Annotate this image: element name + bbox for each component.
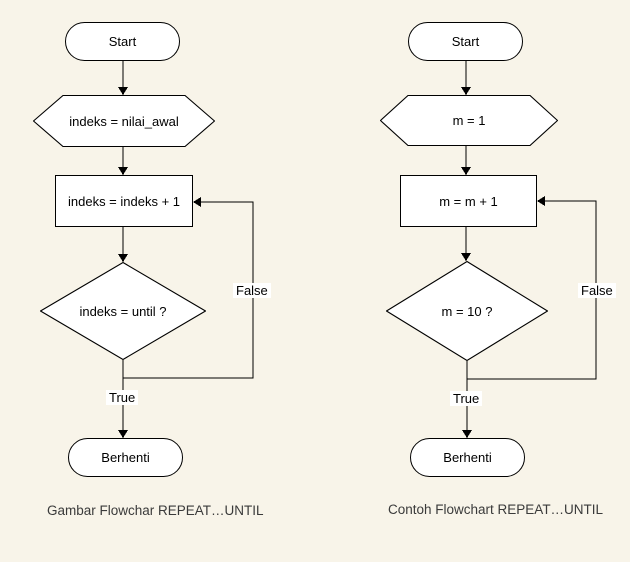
- left-decision-label: indeks = until ?: [79, 303, 167, 319]
- right-false-edge-label: False: [578, 283, 616, 298]
- arrowhead-down-icon: [461, 87, 471, 95]
- left-false-edge-label: False: [233, 283, 271, 298]
- arrowhead-left-icon: [193, 197, 201, 207]
- right-decision-diamond: m = 10 ?: [386, 261, 548, 361]
- hexagon-shape-icon: [33, 95, 215, 147]
- right-prepare-label: m = 1: [452, 113, 486, 128]
- right-end-terminator: Berhenti: [410, 438, 525, 477]
- left-start-label: Start: [108, 34, 137, 49]
- right-end-label: Berhenti: [443, 450, 492, 465]
- arrowhead-down-icon: [118, 167, 128, 175]
- diamond-shape-icon: [386, 261, 548, 361]
- right-true-edge-label: True: [450, 391, 483, 406]
- arrowhead-down-icon: [118, 87, 128, 95]
- right-start-label: Start: [451, 34, 480, 49]
- left-end-terminator: Berhenti: [68, 438, 183, 477]
- left-end-label: Berhenti: [101, 450, 150, 465]
- hexagon-shape-icon: [380, 95, 558, 146]
- right-decision-label: m = 10 ?: [441, 303, 493, 319]
- left-process-rectangle: indeks = indeks + 1: [55, 175, 193, 227]
- left-prepare-label: indeks = nilai_awal: [69, 113, 179, 129]
- arrowhead-down-icon: [118, 254, 128, 262]
- arrowhead-left-icon: [537, 196, 545, 206]
- right-start-terminator: Start: [408, 22, 523, 61]
- right-prepare-hexagon: m = 1: [380, 95, 558, 146]
- left-start-terminator: Start: [65, 22, 180, 61]
- left-chart-caption: Gambar Flowchar REPEAT…UNTIL: [47, 503, 264, 518]
- right-process-label: m = m + 1: [439, 193, 498, 209]
- right-chart-caption: Contoh Flowchart REPEAT…UNTIL: [388, 502, 604, 517]
- left-true-edge-label: True: [106, 390, 139, 405]
- right-process-rectangle: m = m + 1: [400, 175, 537, 227]
- diamond-shape-icon: [40, 262, 206, 360]
- arrowhead-down-icon: [461, 167, 471, 175]
- arrowhead-down-icon: [461, 253, 471, 261]
- arrowhead-down-icon: [462, 430, 472, 438]
- left-decision-diamond: indeks = until ?: [40, 262, 206, 360]
- left-prepare-hexagon: indeks = nilai_awal: [33, 95, 215, 147]
- arrowhead-down-icon: [118, 430, 128, 438]
- left-process-label: indeks = indeks + 1: [67, 193, 181, 209]
